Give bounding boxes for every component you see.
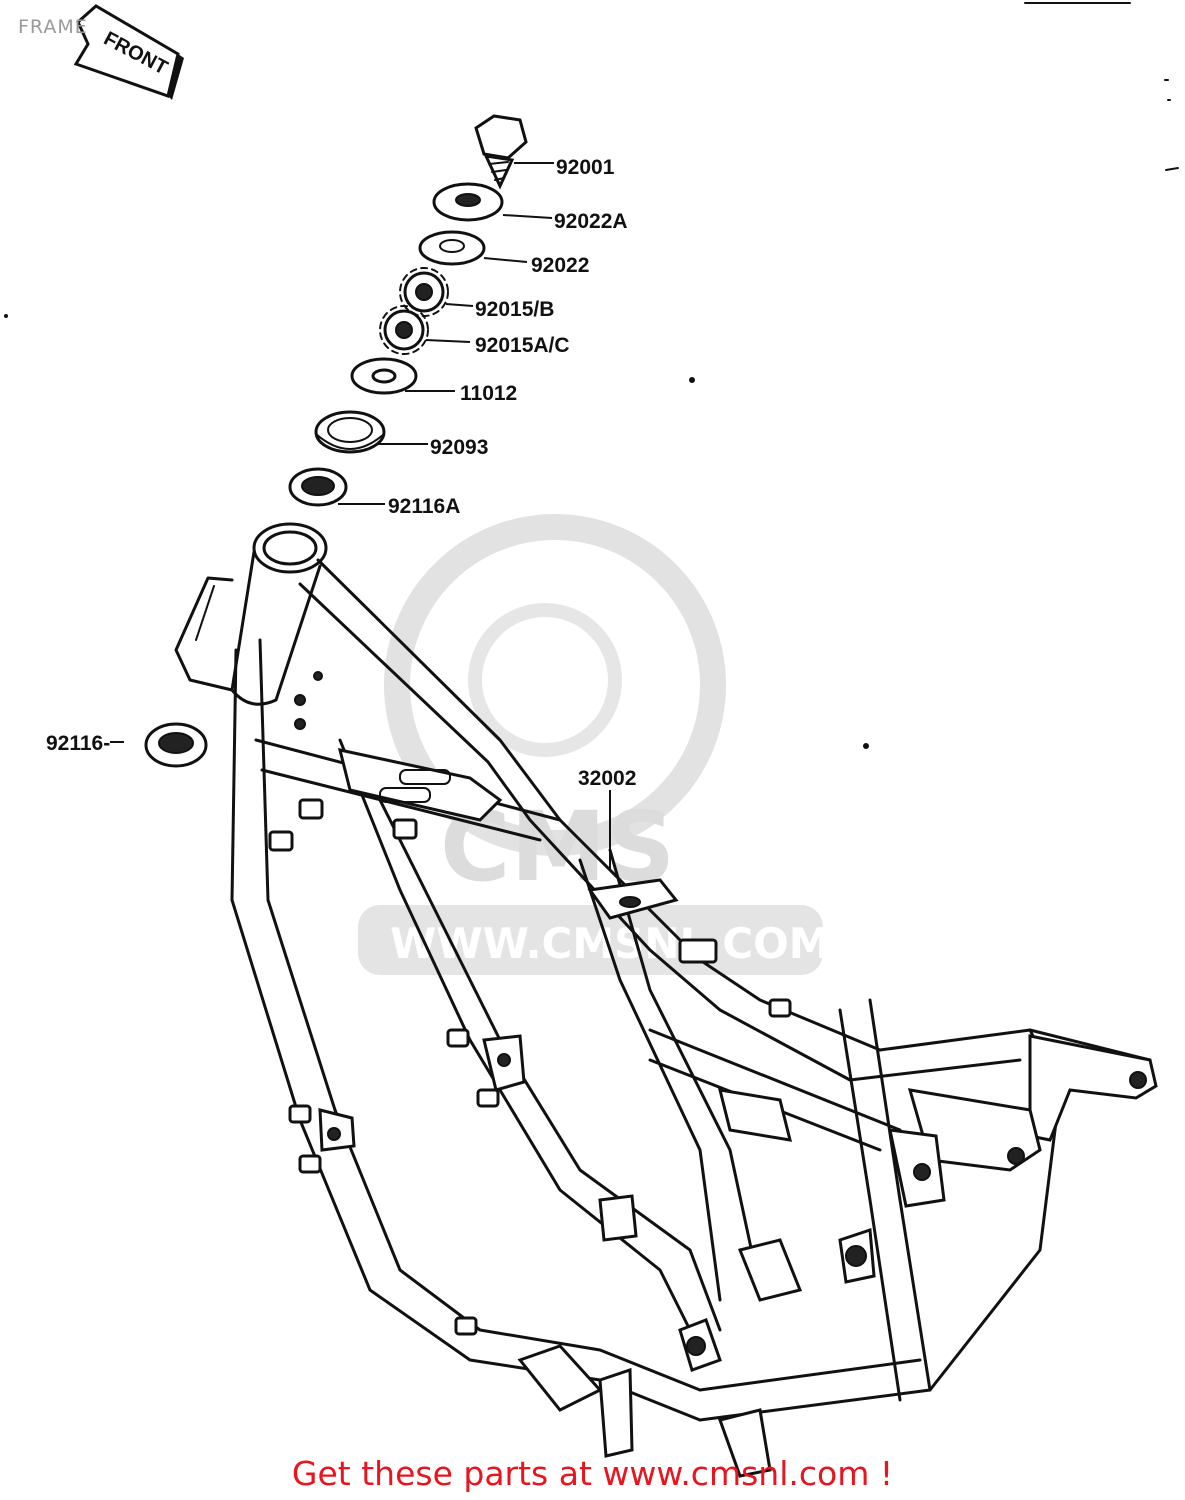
label-92022A: 92022A [554, 210, 628, 233]
bearing-92093 [314, 410, 386, 454]
nut-92015B [399, 267, 449, 317]
footer-link[interactable]: Get these parts at www.cmsnl.com ! [291, 1454, 894, 1493]
part-labels: 92001 92022A 92022 92015/B 92015A/C 1101… [46, 156, 636, 790]
label-11012: 11012 [460, 382, 517, 405]
watermark-face [468, 603, 622, 757]
frame-32002 [174, 522, 1158, 1478]
label-92022: 92022 [531, 254, 589, 277]
front-arrow-badge: FRONT [73, 4, 184, 100]
watermark: CMS WWW.CMSNL.COM [358, 514, 831, 975]
bearing-92116 [144, 722, 208, 768]
washer-11012 [350, 357, 418, 395]
label-92001: 92001 [556, 156, 615, 179]
label-92116: 92116- [46, 732, 110, 755]
label-92015B: 92015/B [475, 298, 554, 321]
front-arrow-shadow [168, 54, 184, 100]
watermark-ring [384, 514, 726, 856]
label-92116A: 92116A [388, 495, 460, 518]
label-32002: 32002 [578, 767, 636, 790]
washer-92022 [418, 230, 486, 266]
label-92015AC: 92015A/C [475, 334, 570, 357]
leader-lines [110, 162, 611, 870]
bolt-92001 [474, 114, 528, 190]
washer-92022A [432, 182, 504, 222]
watermark-url: WWW.CMSNL.COM [390, 919, 831, 968]
page-title: FRAME [18, 16, 88, 38]
label-92093: 92093 [430, 436, 488, 459]
nut-92015AC [379, 305, 429, 355]
corner-marks [4, 2, 1179, 749]
bearing-92116A [288, 467, 348, 507]
